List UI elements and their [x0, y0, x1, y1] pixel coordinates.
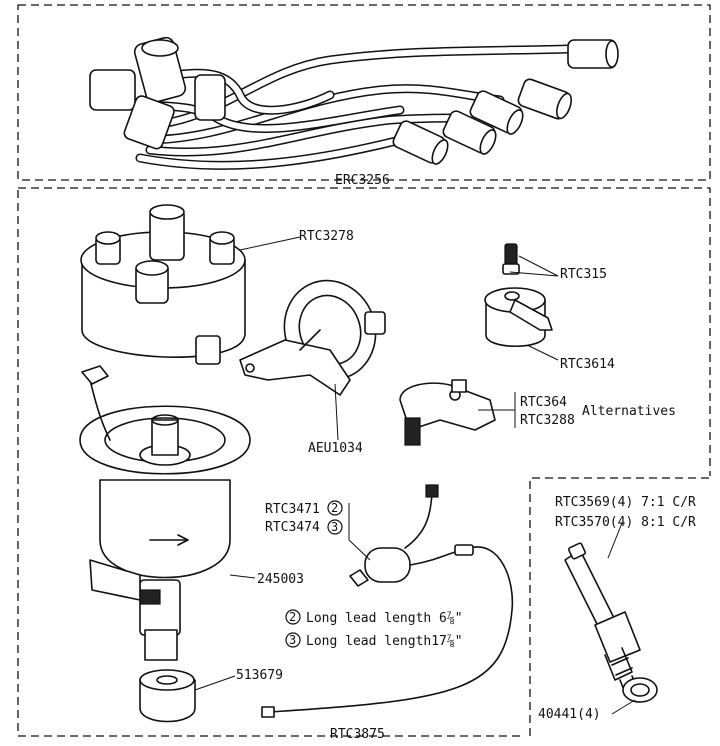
sealing-washer [622, 677, 658, 703]
legend-2-circle [285, 609, 301, 625]
label-capacitor-b: RTC3474 [265, 520, 320, 535]
label-sealing-washer: 40441(4) [538, 707, 601, 722]
capacitor-a-circle [327, 500, 343, 516]
distributor-cap [80, 204, 246, 365]
legend-3-circle [285, 632, 301, 648]
legend-3-text: Long lead length17⅞" [306, 634, 463, 649]
drive-gear [139, 669, 196, 723]
label-rotor-arm: RTC3614 [560, 357, 615, 372]
spark-plug [564, 542, 641, 691]
label-distributor: 245003 [257, 572, 304, 587]
label-distributor-assembly: RTC3875 [330, 727, 385, 742]
legend-2-text: Long lead length 6⅞" [306, 611, 463, 626]
label-contact-set-a: RTC364 [520, 395, 567, 410]
rotor-arm-pin [502, 243, 520, 275]
label-rotor-arm-pin: RTC315 [560, 267, 607, 282]
label-capacitor-a: RTC3471 [265, 502, 320, 517]
legend-2-num: 2 [289, 610, 296, 624]
label-alternatives: Alternatives [582, 404, 676, 419]
contact-set [399, 379, 496, 446]
spark-plug-group-box [529, 477, 710, 736]
ht-leads-group-box [17, 4, 711, 181]
capacitor-a-num: 2 [331, 501, 338, 515]
label-drive-gear: 513679 [236, 668, 283, 683]
label-plug-b: RTC3570(4) 8:1 C/R [555, 515, 696, 530]
capacitor [261, 484, 514, 718]
capacitor-b-circle [327, 519, 343, 535]
capacitor-b-num: 3 [331, 520, 338, 534]
rotor-arm [484, 287, 553, 348]
label-contact-set-b: RTC3288 [520, 413, 575, 428]
vacuum-unit [239, 279, 386, 396]
distributor-group-box [17, 187, 711, 737]
label-plug-a: RTC3569(4) 7:1 C/R [555, 495, 696, 510]
label-cap: RTC3278 [299, 229, 354, 244]
label-ht-lead-set: ERC3256 [335, 173, 390, 188]
distributor-body [79, 365, 251, 661]
label-vacuum-unit: AEU1034 [308, 441, 363, 456]
ht-lead-set [89, 36, 619, 170]
legend-3-num: 3 [289, 633, 296, 647]
